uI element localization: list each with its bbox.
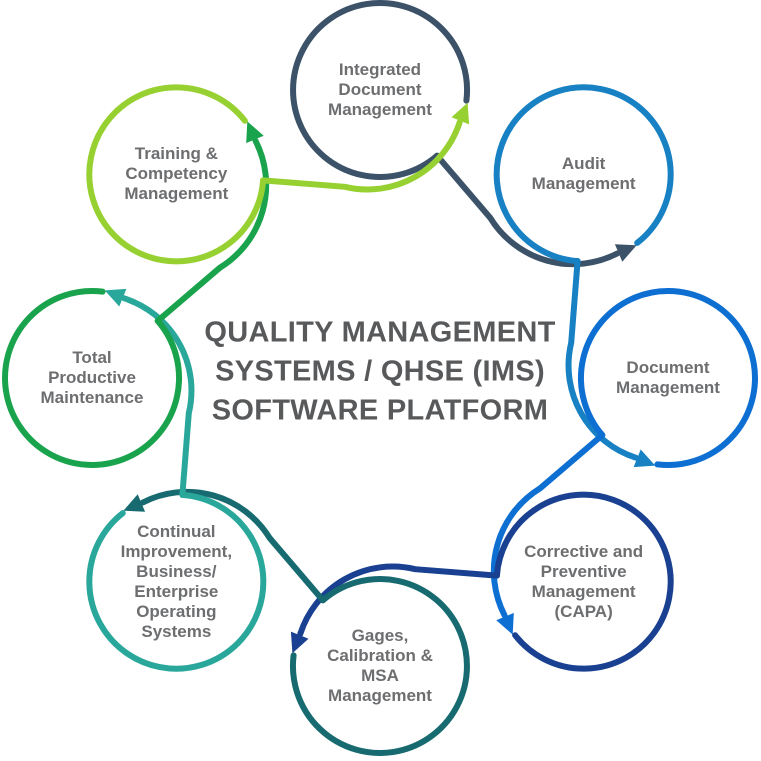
arrowhead-corrective-and-preventive-management-capa-to-gages-calibration-msa-management-icon bbox=[290, 631, 309, 654]
gages-calibration-msa-management-circle bbox=[290, 575, 470, 756]
arrowhead-document-management-to-corrective-and-preventive-management-capa-icon bbox=[496, 612, 514, 635]
flow-arrow-gages-calibration-msa-management-to-continual-improvement-business-enterprise-operating-systems bbox=[139, 488, 326, 604]
arrowhead-audit-management-to-document-management-icon bbox=[633, 449, 656, 468]
flow-arrow-document-management-to-corrective-and-preventive-management-capa bbox=[490, 432, 606, 619]
arrowhead-integrated-document-management-to-audit-management-icon bbox=[614, 244, 637, 262]
flow-arrow-continual-improvement-business-enterprise-operating-systems-to-total-productive-maintenance bbox=[121, 295, 195, 498]
continual-improvement-business-enterprise-operating-systems-circle bbox=[86, 491, 267, 672]
arrowhead-total-productive-maintenance-to-training-competency-management-icon bbox=[246, 121, 264, 144]
integrated-document-management-circle bbox=[290, 0, 470, 181]
training-competency-management-circle bbox=[86, 84, 267, 265]
total-productive-maintenance-circle bbox=[2, 288, 183, 468]
flow-arrow-total-productive-maintenance-to-training-competency-management bbox=[154, 137, 270, 324]
flow-arrow-corrective-and-preventive-management-capa-to-gages-calibration-msa-management bbox=[297, 563, 500, 637]
arrowhead-training-competency-management-to-integrated-document-management-icon bbox=[451, 102, 470, 125]
center-title: QUALITY MANAGEMENT SYSTEMS / QHSE (IMS) … bbox=[204, 316, 556, 427]
flow-arrow-audit-management-to-document-management bbox=[565, 258, 639, 461]
arrowhead-gages-calibration-msa-management-to-continual-improvement-business-enterprise-operating-systems-icon bbox=[123, 494, 146, 512]
document-management-circle bbox=[577, 288, 758, 468]
flow-arrow-training-competency-management-to-integrated-document-management bbox=[260, 119, 463, 193]
arrowhead-continual-improvement-business-enterprise-operating-systems-to-total-productive-maintenance-icon bbox=[104, 288, 127, 307]
corrective-and-preventive-management-capa-circle bbox=[493, 491, 674, 672]
audit-management-circle bbox=[493, 84, 674, 265]
flow-arrow-integrated-document-management-to-audit-management bbox=[434, 152, 621, 268]
